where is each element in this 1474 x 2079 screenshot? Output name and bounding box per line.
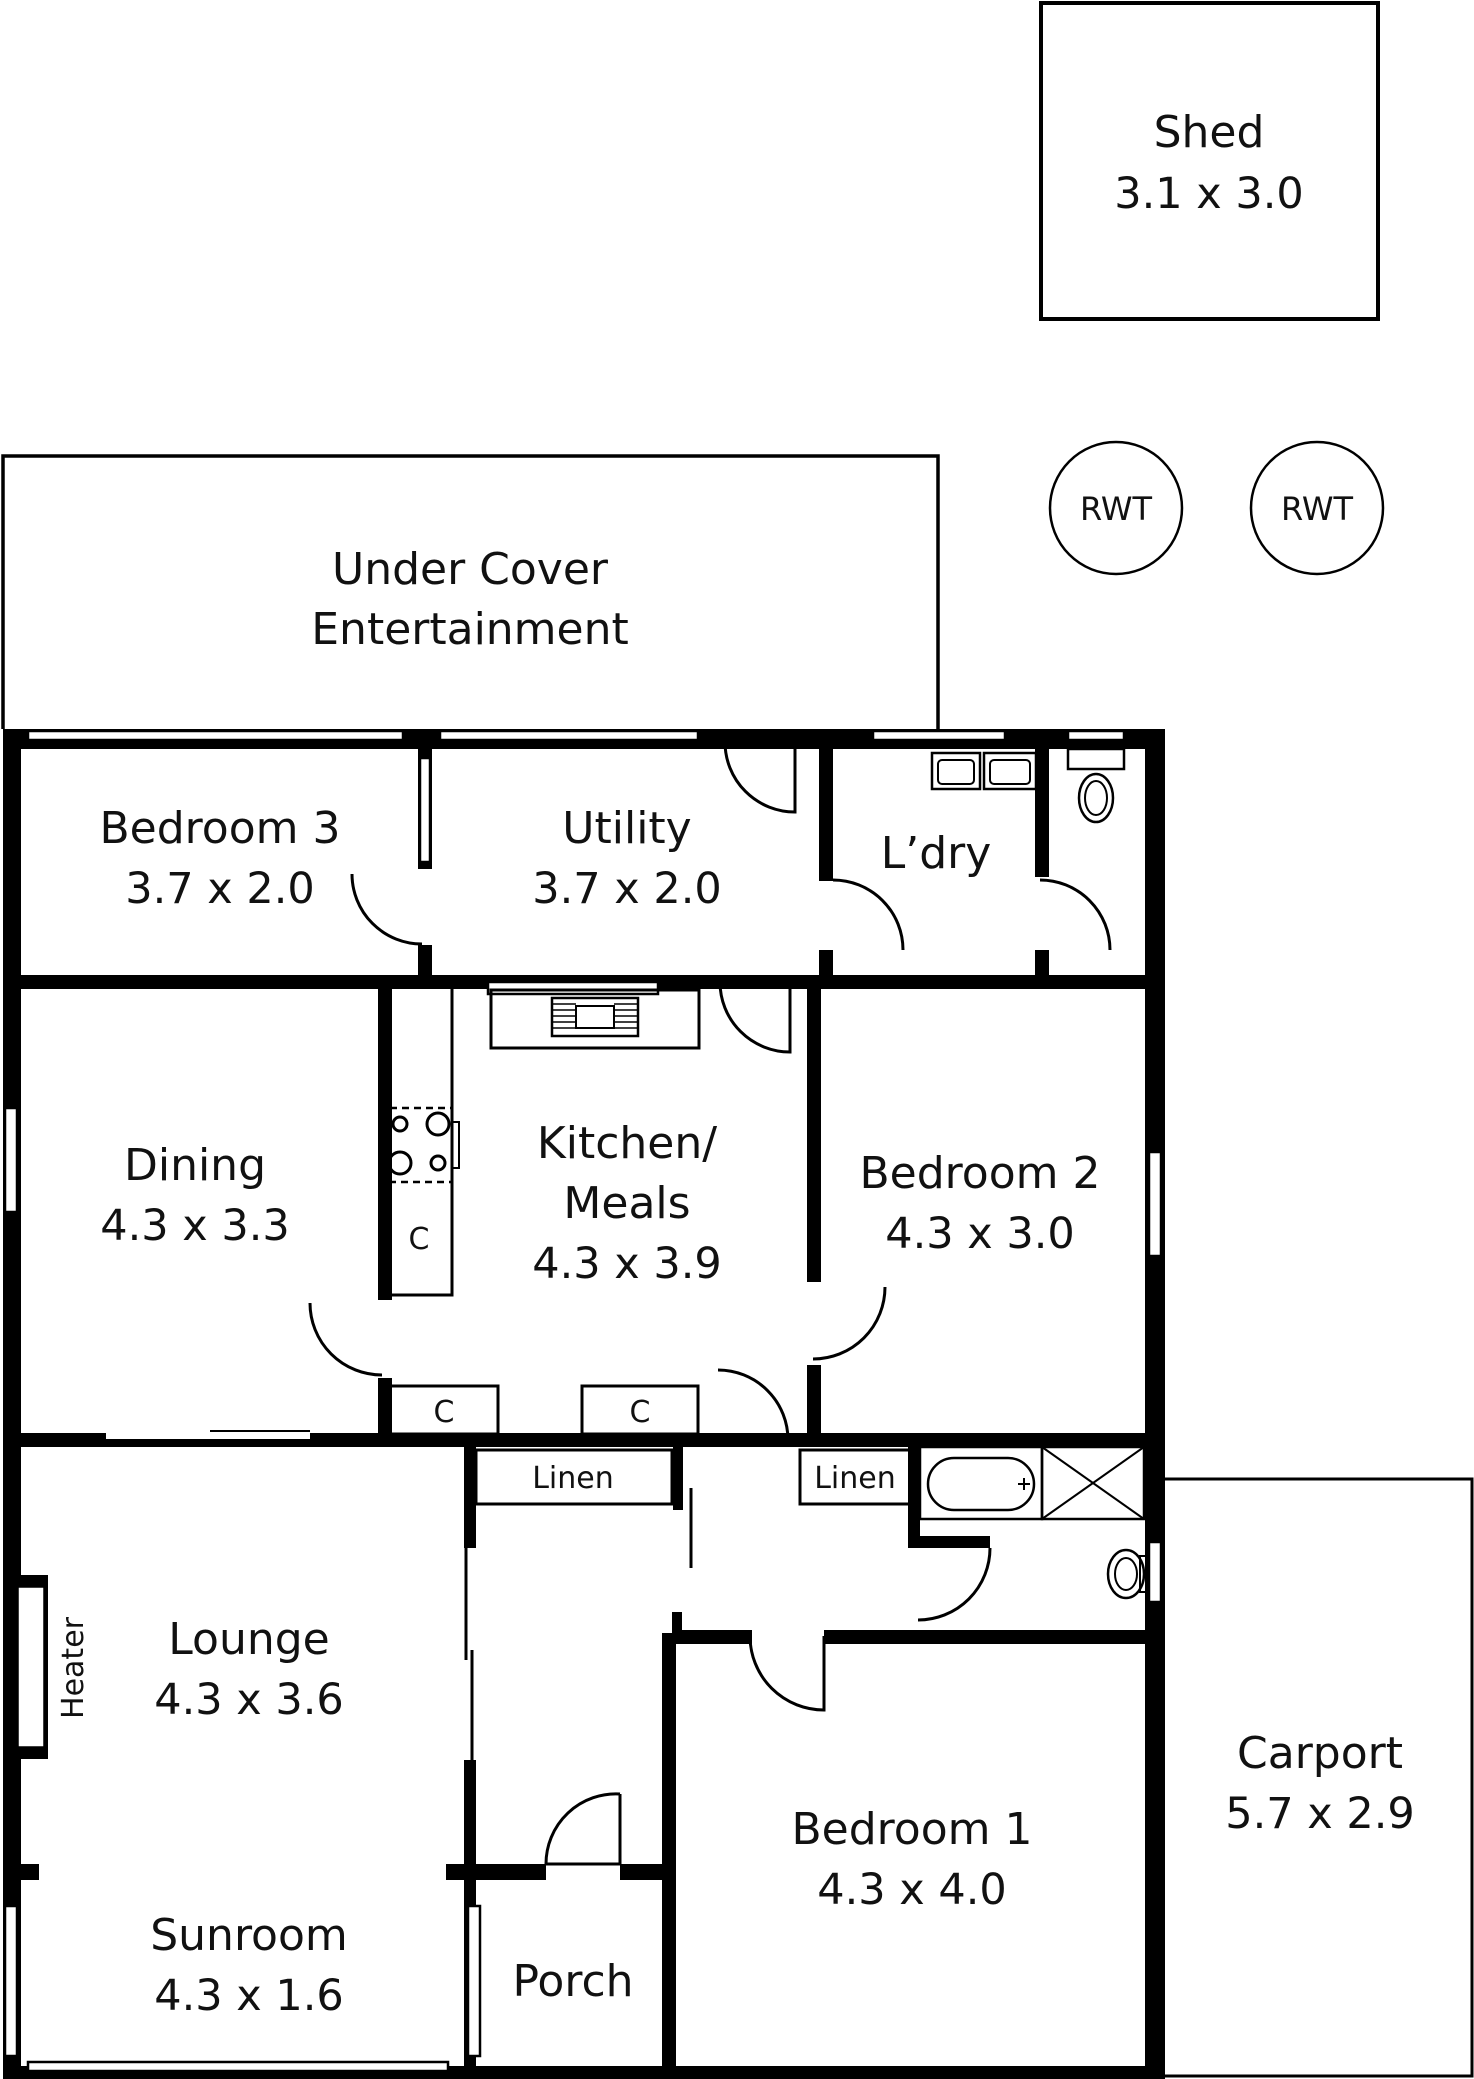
- lounge-dims: 4.3 x 3.6: [154, 1675, 344, 1725]
- dining-dims: 4.3 x 3.3: [100, 1201, 290, 1251]
- carport-dims: 5.7 x 2.9: [1225, 1789, 1415, 1839]
- carport-name: Carport: [1237, 1728, 1403, 1779]
- shed-name: Shed: [1154, 107, 1265, 158]
- rwt-label-1: RWT: [1080, 490, 1153, 528]
- kitchen-name-line1: Kitchen/: [537, 1118, 717, 1169]
- bedroom3-dims: 3.7 x 2.0: [125, 864, 315, 914]
- linen-label-2: Linen: [814, 1461, 896, 1496]
- bedroom1-dims: 4.3 x 4.0: [817, 1865, 1007, 1915]
- lounge-name: Lounge: [168, 1614, 329, 1665]
- labels: Shed 3.1 x 3.0 RWT RWT Under Cover Enter…: [56, 107, 1415, 2021]
- wet-area-fixtures: [474, 747, 1147, 1600]
- rainwater-tank-2: [1249, 440, 1385, 576]
- bedroom3-name: Bedroom 3: [100, 803, 341, 854]
- shed-dims: 3.1 x 3.0: [1114, 169, 1304, 219]
- kitchen-name-line2: Meals: [563, 1178, 690, 1229]
- heater: [14, 1575, 48, 1759]
- laundry-name: L’dry: [881, 828, 992, 879]
- kitchen-fixtures: [387, 983, 701, 1436]
- dining-name: Dining: [124, 1140, 266, 1191]
- sunroom-name: Sunroom: [150, 1910, 348, 1961]
- bedroom2-dims: 4.3 x 3.0: [885, 1209, 1075, 1259]
- doors: [308, 741, 1112, 1866]
- linen-label-1: Linen: [532, 1461, 614, 1496]
- rwt-label-2: RWT: [1281, 490, 1354, 528]
- carport-outline: [1163, 1477, 1474, 2078]
- cupboard-label-2: C: [434, 1395, 455, 1430]
- shed-outline: [1039, 1, 1380, 321]
- heater-label: Heater: [56, 1616, 91, 1719]
- utility-name: Utility: [562, 803, 691, 854]
- undercover-name-line1: Under Cover: [332, 544, 609, 595]
- rainwater-tank-1: [1048, 440, 1184, 576]
- porch-name: Porch: [512, 1956, 633, 2007]
- undercover-outline: [1, 454, 940, 729]
- cupboard-label-1: C: [409, 1222, 430, 1257]
- utility-dims: 3.7 x 2.0: [532, 864, 722, 914]
- sunroom-dims: 4.3 x 1.6: [154, 1971, 344, 2021]
- bedroom1-name: Bedroom 1: [792, 1804, 1033, 1855]
- cupboard-label-3: C: [630, 1395, 651, 1430]
- kitchen-dims: 4.3 x 3.9: [532, 1239, 722, 1289]
- bedroom2-name: Bedroom 2: [860, 1148, 1101, 1199]
- undercover-name-line2: Entertainment: [311, 604, 629, 655]
